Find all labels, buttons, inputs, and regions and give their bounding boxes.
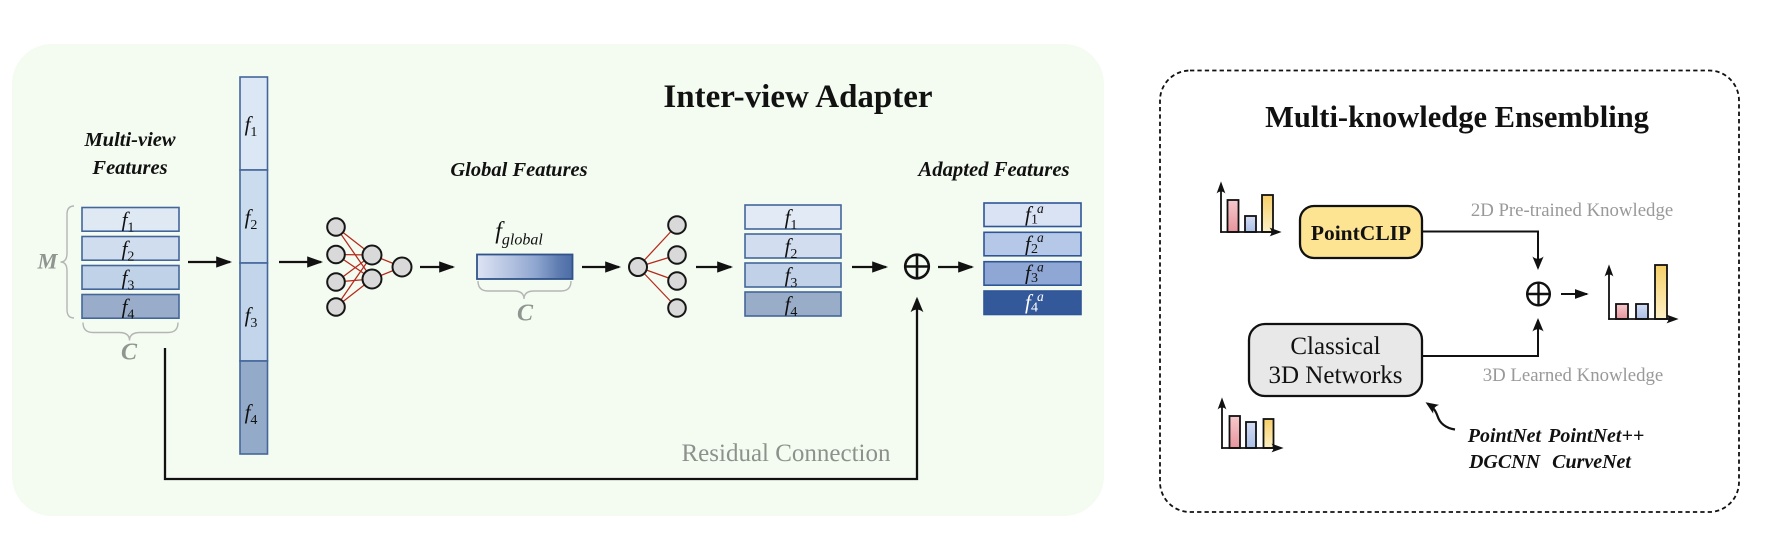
svg-text:2D Pre-trained Knowledge: 2D Pre-trained Knowledge <box>1471 200 1673 221</box>
svg-text:4: 4 <box>1031 301 1038 316</box>
svg-text:Inter-view Adapter: Inter-view Adapter <box>663 79 932 115</box>
svg-text:Multi-view: Multi-view <box>83 129 175 151</box>
svg-text:Adapted Features: Adapted Features <box>916 159 1069 181</box>
svg-text:3: 3 <box>1031 271 1038 286</box>
svg-text:C: C <box>121 340 138 366</box>
svg-text:Classical: Classical <box>1290 333 1380 360</box>
svg-text:a: a <box>1037 230 1044 245</box>
svg-text:M: M <box>36 249 58 274</box>
svg-text:a: a <box>1037 260 1044 275</box>
svg-text:Residual Connection: Residual Connection <box>682 440 891 467</box>
svg-text:a: a <box>1037 201 1044 216</box>
svg-text:2: 2 <box>1031 242 1038 257</box>
svg-text:1: 1 <box>1031 213 1038 228</box>
svg-text:f: f <box>1025 202 1034 226</box>
svg-text:3D Networks: 3D Networks <box>1268 362 1402 389</box>
svg-text:PointCLIP: PointCLIP <box>1311 221 1411 245</box>
svg-text:Multi-knowledge Ensembling: Multi-knowledge Ensembling <box>1265 100 1649 134</box>
svg-text:Features: Features <box>91 157 167 179</box>
svg-text:f: f <box>1025 290 1034 314</box>
svg-text:f: f <box>1025 231 1034 255</box>
svg-text:3D Learned Knowledge: 3D Learned Knowledge <box>1483 365 1663 386</box>
svg-text:a: a <box>1037 289 1044 304</box>
svg-text:Global Features: Global Features <box>450 159 587 181</box>
svg-text:C: C <box>517 301 534 327</box>
svg-text:f: f <box>1025 261 1034 285</box>
